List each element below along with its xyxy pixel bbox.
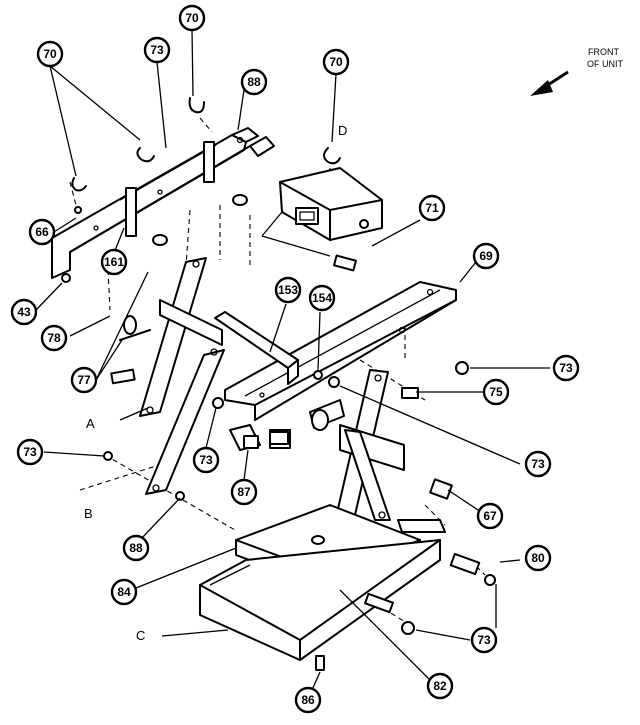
svg-text:73: 73 xyxy=(477,633,491,647)
svg-text:67: 67 xyxy=(483,509,497,523)
callout-78: 78 xyxy=(40,324,68,352)
callout-leader-lines xyxy=(35,29,550,691)
svg-text:80: 80 xyxy=(531,551,545,565)
svg-text:84: 84 xyxy=(117,585,131,599)
callout-73-left: 73 xyxy=(16,438,44,466)
clip-70-parts xyxy=(71,97,341,192)
svg-text:153: 153 xyxy=(278,283,298,297)
callout-77: 77 xyxy=(70,366,98,394)
callout-88-low: 88 xyxy=(122,534,150,562)
svg-text:78: 78 xyxy=(47,331,61,345)
callout-73-center: 73 xyxy=(192,446,220,474)
front-of-unit-indicator: FRONT OF UNIT xyxy=(530,47,623,96)
callout-88: 88 xyxy=(240,68,268,96)
svg-text:73: 73 xyxy=(23,445,37,459)
svg-text:88: 88 xyxy=(247,75,261,89)
svg-text:73: 73 xyxy=(559,361,573,375)
callout-67: 67 xyxy=(476,502,504,530)
svg-text:73: 73 xyxy=(199,453,213,467)
svg-text:66: 66 xyxy=(35,225,49,239)
callout-73-bottom: 73 xyxy=(470,626,498,654)
label-a: A xyxy=(86,416,95,431)
bottom-tray-c xyxy=(199,539,441,661)
upper-crossbar xyxy=(224,281,457,421)
callout-73-right: 73 xyxy=(552,354,580,382)
control-box-d xyxy=(261,167,383,257)
svg-text:43: 43 xyxy=(17,305,31,319)
callout-70-left: 70 xyxy=(36,40,64,68)
svg-text:70: 70 xyxy=(43,47,57,61)
svg-text:71: 71 xyxy=(425,201,439,215)
front-label-line1: FRONT xyxy=(588,47,619,57)
svg-text:75: 75 xyxy=(489,385,503,399)
callout-154: 154 xyxy=(308,284,336,312)
callout-70-top: 70 xyxy=(178,4,206,32)
left-scissor-arms xyxy=(119,257,225,495)
svg-text:73: 73 xyxy=(531,457,545,471)
label-c: C xyxy=(136,628,145,643)
callout-73-top: 73 xyxy=(143,36,171,64)
label-d: D xyxy=(338,123,347,138)
callout-71: 71 xyxy=(418,194,446,222)
callout-75: 75 xyxy=(482,378,510,406)
callout-69: 69 xyxy=(472,242,500,270)
svg-text:161: 161 xyxy=(104,255,124,269)
svg-text:88: 88 xyxy=(129,541,143,555)
svg-text:86: 86 xyxy=(301,693,315,707)
front-label-line2: OF UNIT xyxy=(587,59,623,69)
callout-161: 161 xyxy=(100,248,128,276)
svg-text:73: 73 xyxy=(150,43,164,57)
callout-43: 43 xyxy=(10,298,38,326)
svg-text:69: 69 xyxy=(479,249,493,263)
fastener-hardware xyxy=(61,194,496,671)
part-153-bar xyxy=(214,311,299,385)
callout-80: 80 xyxy=(524,544,552,572)
front-direction-arrow-icon xyxy=(530,70,569,96)
callout-86: 86 xyxy=(294,686,322,714)
callout-87: 87 xyxy=(230,478,258,506)
top-mounting-bracket xyxy=(51,127,275,279)
svg-text:70: 70 xyxy=(329,55,343,69)
svg-text:87: 87 xyxy=(237,485,251,499)
callout-66: 66 xyxy=(28,218,56,246)
callout-70-mid: 70 xyxy=(322,48,350,76)
callout-82: 82 xyxy=(426,672,454,700)
svg-text:154: 154 xyxy=(312,291,332,305)
callout-73-mid-right: 73 xyxy=(524,450,552,478)
svg-text:77: 77 xyxy=(77,373,91,387)
label-b: B xyxy=(84,506,93,521)
callout-84: 84 xyxy=(110,578,138,606)
callout-153: 153 xyxy=(274,276,302,304)
svg-text:82: 82 xyxy=(433,679,447,693)
svg-text:70: 70 xyxy=(185,11,199,25)
